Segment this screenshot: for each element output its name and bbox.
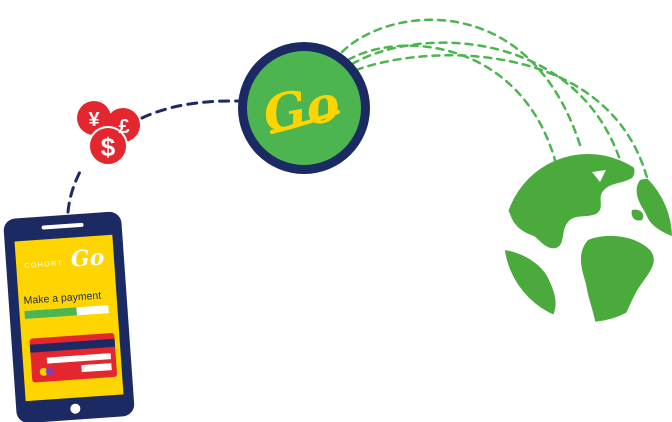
dollar-symbol: $ (101, 132, 116, 162)
dashed-connector-phone-coins (68, 168, 82, 212)
phone-brand-go: Go (70, 244, 105, 272)
go-logo-icon: Go (238, 42, 370, 174)
credit-card-icon (29, 333, 117, 383)
currency-coins-icon: ¥ £ $ (77, 101, 140, 165)
pound-symbol: £ (118, 116, 129, 138)
phone-icon: COHORT Go Make a payment (3, 211, 135, 422)
dashed-connector-coins-go (142, 101, 238, 118)
yen-symbol: ¥ (88, 109, 100, 131)
